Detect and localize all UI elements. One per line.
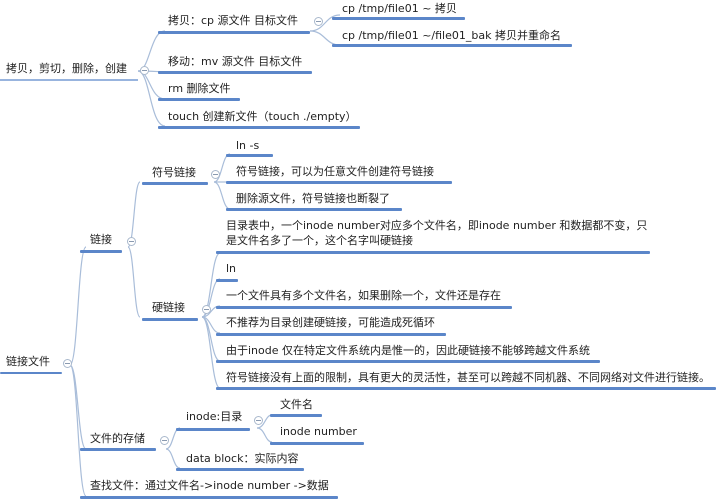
branch-underline: [142, 182, 208, 185]
node-rm[interactable]: rm 删除文件: [168, 82, 231, 95]
branch-underline: [216, 360, 600, 363]
branch-underline: [80, 448, 156, 451]
node-cp[interactable]: 拷贝：cp 源文件 目标文件: [168, 14, 299, 27]
collapse-icon[interactable]: [211, 170, 220, 179]
branch-underline: [216, 387, 716, 390]
branch-underline: [216, 279, 238, 282]
branch-underline: [176, 428, 250, 431]
collapse-icon[interactable]: [314, 17, 323, 26]
node-hard-link[interactable]: 硬链接: [152, 301, 185, 314]
node-link[interactable]: 链接: [90, 233, 112, 246]
branch-underline: [216, 333, 446, 336]
branch-underline: [158, 98, 240, 101]
node-symlink-flexibility[interactable]: 符号链接没有上面的限制，具有更大的灵活性，甚至可以跨越不同机器、不同网络对文件进…: [226, 371, 710, 384]
collapse-icon[interactable]: [254, 416, 263, 425]
node-inode-number[interactable]: inode number: [280, 425, 357, 438]
node-hard-link-fs-limit[interactable]: 由于inode 仅在特定文件系统内是惟一的，因此硬链接不能够跨越文件系统: [226, 344, 591, 357]
node-ln-s[interactable]: ln -s: [236, 139, 260, 152]
collapse-icon[interactable]: [127, 237, 136, 246]
collapse-icon[interactable]: [63, 359, 72, 368]
node-touch[interactable]: touch 创建新文件（touch ./empty）: [168, 110, 357, 123]
node-copy-cut-delete-create[interactable]: 拷贝，剪切，删除，创建: [6, 62, 127, 75]
node-file-storage[interactable]: 文件的存储: [90, 432, 145, 445]
branch-underline: [226, 181, 452, 184]
node-hard-link-multi-name[interactable]: 一个文件具有多个文件名，如果删除一个，文件还是存在: [226, 289, 501, 302]
collapse-icon[interactable]: [202, 305, 211, 314]
branch-underline: [158, 31, 310, 34]
branch-underline: [158, 71, 312, 74]
node-symbolic-link[interactable]: 符号链接: [152, 166, 196, 179]
branch-underline: [176, 468, 304, 471]
node-symlink-broken[interactable]: 删除源文件，符号链接也断裂了: [236, 192, 390, 205]
branch-underline: [142, 318, 198, 321]
branch-underline: [332, 44, 572, 47]
branch-underline: [80, 496, 338, 499]
node-data-block[interactable]: data block：实际内容: [186, 452, 299, 465]
collapse-icon[interactable]: [160, 436, 169, 445]
branch-underline: [0, 372, 62, 374]
branch-underline: [270, 414, 322, 417]
branch-underline: [226, 208, 402, 211]
node-ln[interactable]: ln: [226, 262, 237, 275]
branch-underline: [158, 126, 360, 129]
branch-underline: [332, 17, 465, 20]
node-find-file[interactable]: 查找文件：通过文件名->inode number ->数据: [90, 479, 329, 492]
node-hard-link-definition[interactable]: 目录表中，一个inode number对应多个文件名，即inode number…: [226, 219, 648, 247]
node-cp-example-1[interactable]: cp /tmp/file01 ~ 拷贝: [342, 2, 457, 15]
node-symlink-desc[interactable]: 符号链接，可以为任意文件创建符号链接: [236, 165, 434, 178]
branch-underline: [270, 442, 364, 445]
node-mv[interactable]: 移动：mv 源文件 目标文件: [168, 55, 303, 68]
node-inode-directory[interactable]: inode:目录: [186, 410, 243, 423]
branch-underline: [216, 306, 512, 309]
node-link-files[interactable]: 链接文件: [6, 355, 50, 368]
node-hard-link-no-dir[interactable]: 不推荐为目录创建硬链接，可能造成死循环: [226, 316, 435, 329]
node-filename[interactable]: 文件名: [280, 398, 313, 411]
branch-underline: [226, 154, 273, 157]
collapse-icon[interactable]: [140, 66, 149, 75]
branch-underline: [80, 250, 122, 253]
branch-underline: [216, 251, 650, 254]
node-cp-example-2[interactable]: cp /tmp/file01 ~/file01_bak 拷贝并重命名: [342, 29, 561, 42]
